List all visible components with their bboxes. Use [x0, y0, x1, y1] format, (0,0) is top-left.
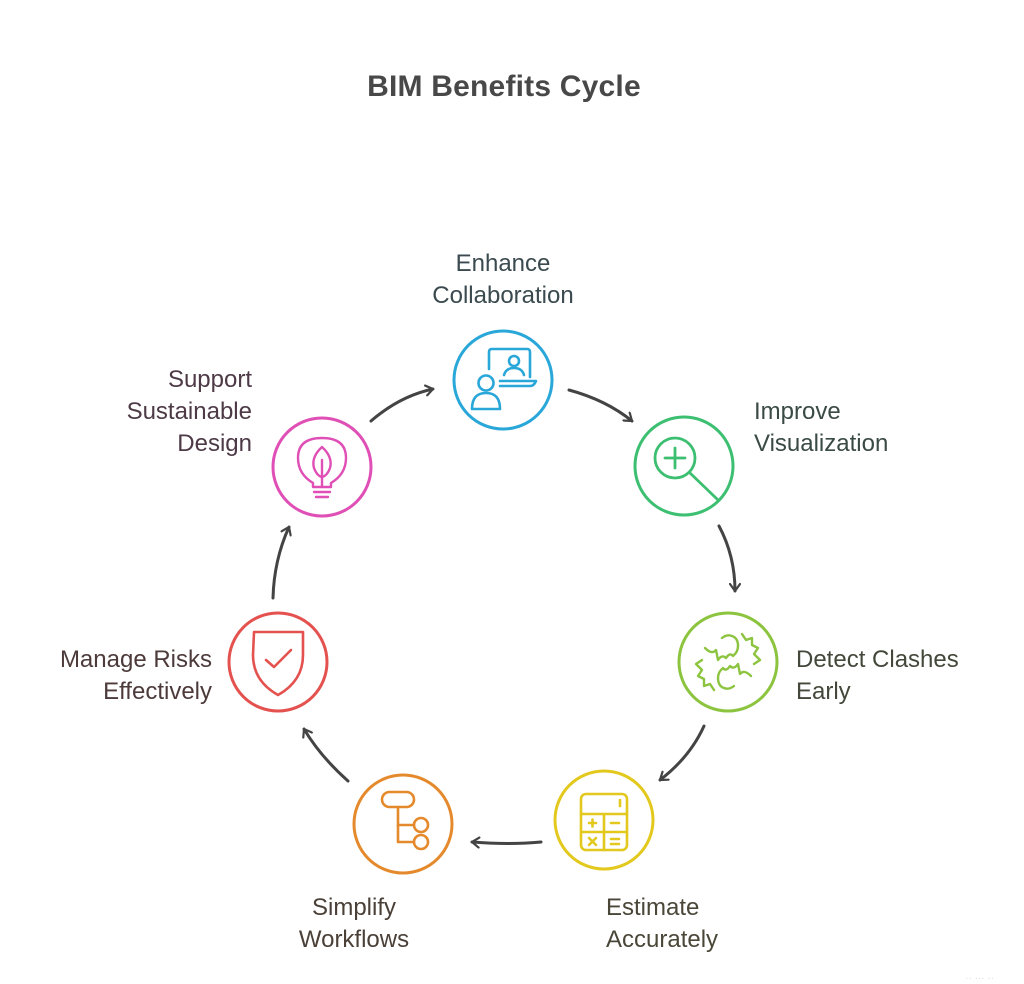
fist-bump-clash-icon	[694, 632, 762, 692]
node-simplify-workflows[interactable]	[352, 773, 454, 875]
node-manage-risks-effectively[interactable]	[227, 611, 329, 713]
arrow-sustain-to-collab	[369, 389, 435, 423]
arrow-collab-to-visual	[567, 388, 634, 423]
arrow-clash-to-estimate	[658, 724, 706, 782]
label-detect-clashes-early: Detect Clashes Early	[796, 646, 959, 705]
node-estimate-accurately[interactable]	[553, 769, 655, 871]
workflow-tree-icon	[380, 790, 430, 851]
label-support-sustainable-design: Support Sustainable Design	[126, 366, 252, 457]
node-detect-clashes-early[interactable]	[677, 611, 779, 713]
arrow-visual-to-clash	[717, 524, 735, 593]
arrow-estimate-to-simplify	[470, 842, 543, 844]
calculator-icon	[579, 792, 629, 852]
node-enhance-collaboration[interactable]	[452, 329, 554, 431]
label-manage-risks-effectively: Manage Risks Effectively	[59, 646, 212, 705]
label-improve-visualization: Improve Visualization	[754, 398, 889, 457]
node-improve-visualization[interactable]	[633, 415, 735, 517]
eco-lightbulb-icon	[296, 436, 348, 499]
node-support-sustainable-design[interactable]	[271, 416, 373, 518]
shield-check-icon	[251, 630, 305, 697]
label-enhance-collaboration: Enhance Collaboration	[432, 250, 574, 309]
arrow-simplify-to-risks	[304, 727, 350, 783]
video-conference-icon	[470, 347, 538, 411]
label-simplify-workflows: Simplify Workflows	[298, 894, 410, 953]
zoom-in-icon	[653, 436, 719, 501]
label-estimate-accurately: Estimate Accurately	[606, 894, 719, 953]
arrow-risks-to-sustain	[271, 525, 289, 600]
diagram-title: BIM Benefits Cycle	[367, 70, 641, 103]
watermark: ·· ··· ··	[965, 973, 994, 984]
